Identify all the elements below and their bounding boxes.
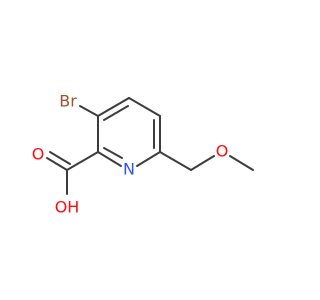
bond-carbonyl-double-1 xyxy=(46,157,68,171)
bond-o-ch3 xyxy=(229,155,254,171)
bond-c2-carboxyl-c xyxy=(66,151,99,171)
atom-label-carbonyl-o: O xyxy=(32,145,45,164)
bond-c3-c4 xyxy=(97,97,130,117)
molecule-structure: Br O OH N O xyxy=(32,92,254,217)
atom-label-oh: OH xyxy=(55,198,80,217)
bond-c6-n xyxy=(136,151,161,167)
bond-c6-ch2 xyxy=(159,151,192,171)
bond-c3-br xyxy=(79,105,99,117)
atom-label-ether-o: O xyxy=(216,142,229,161)
bond-n-c2 xyxy=(97,151,122,167)
bond-n-c2-inner xyxy=(103,147,123,159)
atom-labels: Br O OH N O xyxy=(32,92,229,217)
bond-c4-c5 xyxy=(128,97,161,117)
atom-label-n: N xyxy=(123,160,135,179)
bond-c3-c4-inner xyxy=(103,105,129,121)
bond-ch2-o xyxy=(190,155,215,171)
bonds xyxy=(46,97,254,195)
bond-carbonyl-double-2 xyxy=(49,151,71,165)
atom-label-br: Br xyxy=(59,92,77,111)
